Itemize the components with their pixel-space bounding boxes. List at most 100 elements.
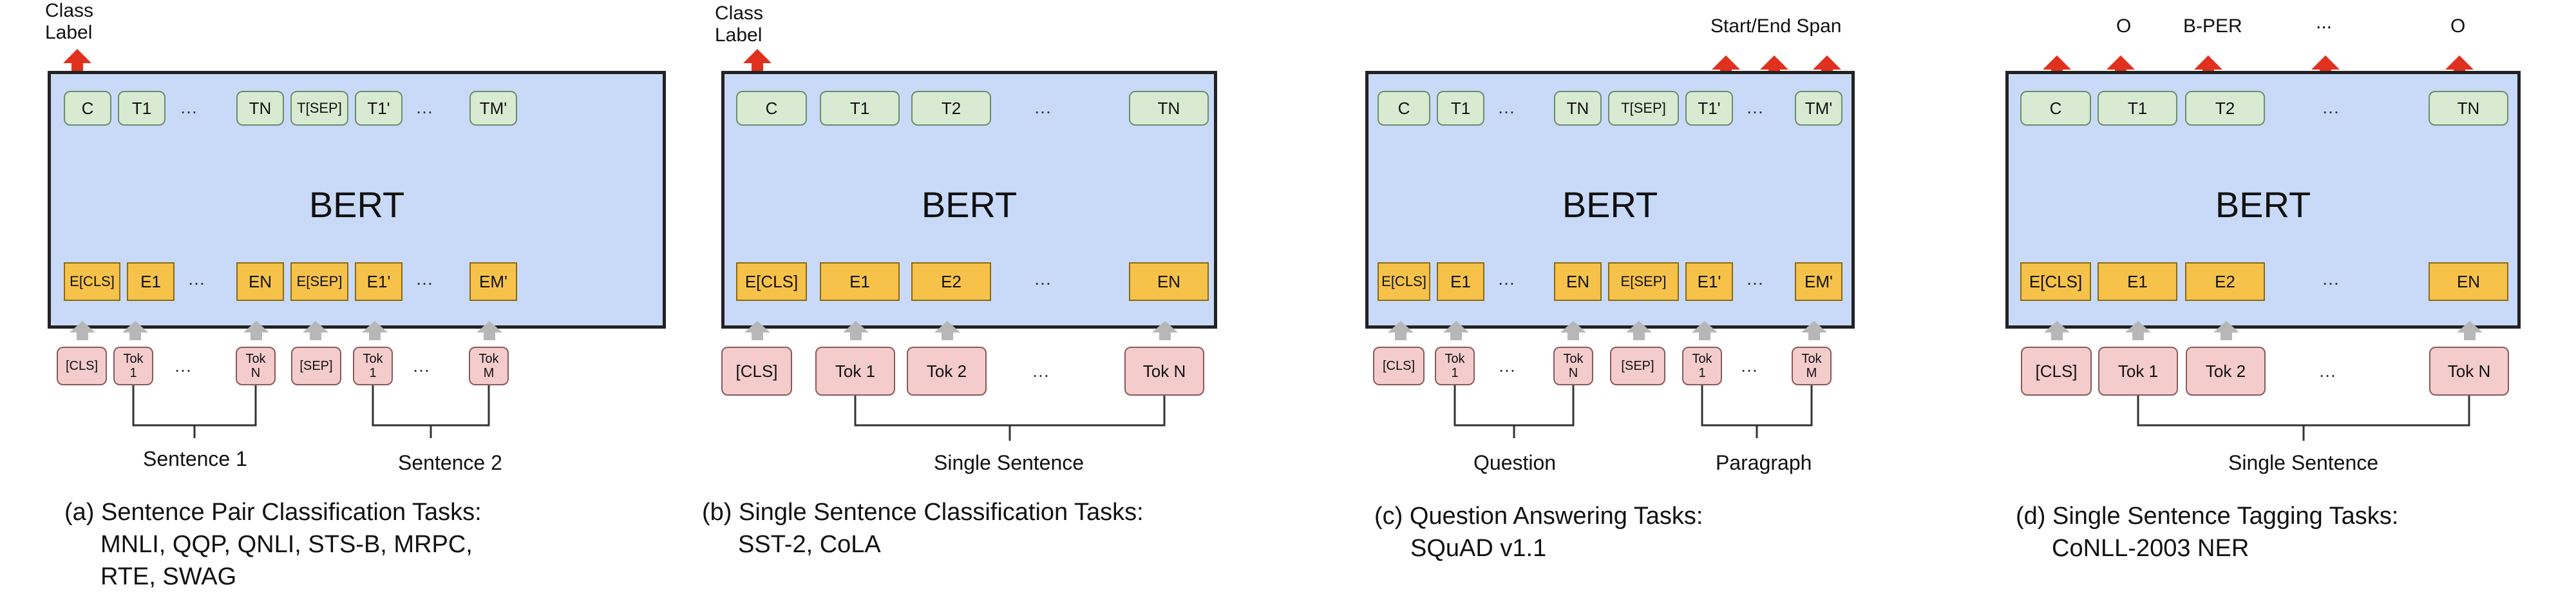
input-token: Tok N xyxy=(2429,347,2509,396)
e-token: E1 xyxy=(820,262,900,301)
e-token: E2 xyxy=(911,262,991,301)
ellipsis: … xyxy=(1746,269,1764,289)
bert-label: BERT xyxy=(1562,184,1658,225)
e-token: E[CLS] xyxy=(736,262,807,301)
segment-label: Paragraph xyxy=(1716,451,1812,474)
input-token: [CLS] xyxy=(2021,347,2092,396)
e-token: E[CLS] xyxy=(2020,262,2091,301)
segment-label: Single Sentence xyxy=(934,451,1084,474)
t-token: T1 xyxy=(2098,91,2177,126)
input-token: [CLS] xyxy=(57,347,107,385)
t-token: T1' xyxy=(1685,91,1733,126)
caption: (a) Sentence Pair Classification Tasks: … xyxy=(64,499,482,590)
panel-a: Class Label BERT C T1 … TN T[SEP] T1' … … xyxy=(45,0,666,607)
input-token: Tok 1 xyxy=(1682,347,1722,385)
ellipsis: … xyxy=(415,269,433,289)
e-token: EM' xyxy=(469,262,517,301)
input-token: [CLS] xyxy=(721,347,792,396)
e-token: E2 xyxy=(2185,262,2265,301)
t-token: TN xyxy=(236,91,284,126)
e-token: E[SEP] xyxy=(290,262,348,301)
ellipsis: … xyxy=(1497,269,1515,289)
e-token: E1 xyxy=(2098,262,2177,301)
e-token: E1' xyxy=(1685,262,1733,301)
t-token: T1' xyxy=(355,91,402,126)
caption: (b) Single Sentence Classification Tasks… xyxy=(702,499,1144,558)
segment-label: Question xyxy=(1473,451,1557,474)
input-token: [SEP] xyxy=(291,347,341,385)
t-token: T2 xyxy=(2185,91,2265,126)
e-token: E1 xyxy=(127,262,175,301)
e-token: EN xyxy=(236,262,284,301)
input-token: Tok 2 xyxy=(2186,347,2266,396)
input-token: Tok 1 xyxy=(353,347,393,385)
input-token: Tok 1 xyxy=(1435,347,1475,385)
tag-label: O xyxy=(2116,15,2132,37)
ellipsis: … xyxy=(180,97,198,117)
input-token: Tok 2 xyxy=(907,347,987,396)
t-token: T1 xyxy=(118,91,166,126)
t-token: TM' xyxy=(469,91,517,126)
input-token: Tok 1 xyxy=(113,347,153,385)
t-token: T[SEP] xyxy=(1608,91,1679,126)
t-token: T2 xyxy=(911,91,991,126)
panel-b: Class Label BERT C T1 T2 … TN E[CLS] E1 … xyxy=(702,0,1320,607)
bert-label: BERT xyxy=(2215,184,2311,225)
input-token: [SEP] xyxy=(1610,347,1665,385)
input-token: [CLS] xyxy=(1373,347,1425,385)
bracket-lines xyxy=(132,385,490,438)
e-token: EN xyxy=(1554,262,1602,301)
e-token: EN xyxy=(2429,262,2508,301)
input-token: Tok N xyxy=(1553,347,1593,385)
segment-label: Sentence 1 xyxy=(143,447,247,470)
e-token: E[CLS] xyxy=(64,262,120,301)
ellipsis: … xyxy=(187,269,205,289)
ellipsis: … xyxy=(1034,269,1052,289)
t-token: C xyxy=(1378,91,1430,126)
bert-model-box: BERT C T1 … TN T[SEP] T1' … TM' E[CLS] E… xyxy=(48,71,666,329)
class-label: Class Label xyxy=(45,0,94,43)
t-token: TN xyxy=(1129,91,1209,126)
panel-c: Start/End Span BERT C T1 … TN T[SEP] T1'… xyxy=(1363,0,1981,607)
bracket-lines xyxy=(1454,385,1813,438)
bracket-lines xyxy=(2137,396,2470,441)
t-token: C xyxy=(64,91,111,126)
ellipsis: … xyxy=(174,356,192,376)
ellipsis: … xyxy=(2322,269,2340,289)
ellipsis: … xyxy=(412,356,430,376)
t-token: T1 xyxy=(1437,91,1484,126)
input-token: Tok N xyxy=(236,347,276,385)
e-token: E[CLS] xyxy=(1378,262,1430,301)
caption: (c) Question Answering Tasks: SQuAD v1.1 xyxy=(1374,503,1703,562)
e-token: E1 xyxy=(1437,262,1484,301)
tag-label: B-PER xyxy=(2183,15,2242,37)
segment-label: Sentence 2 xyxy=(398,451,502,474)
t-token: C xyxy=(736,91,807,126)
tag-label: ... xyxy=(2316,12,2333,33)
bert-model-box: BERT C T1 T2 … TN E[CLS] E1 E2 … EN xyxy=(721,71,1217,329)
t-token: T1 xyxy=(820,91,900,126)
bert-label: BERT xyxy=(921,184,1018,225)
e-token: E[SEP] xyxy=(1608,262,1679,301)
t-token: TN xyxy=(1554,91,1602,126)
e-token: EN xyxy=(1129,262,1209,301)
ellipsis: … xyxy=(2318,361,2336,381)
input-token: Tok N xyxy=(1124,347,1204,396)
span-label: Start/End Span xyxy=(1710,15,1842,37)
input-token: Tok 1 xyxy=(2098,347,2178,396)
input-token: Tok M xyxy=(469,347,509,385)
ellipsis: … xyxy=(1497,97,1515,117)
bracket-lines xyxy=(854,396,1166,441)
ellipsis: … xyxy=(1498,356,1516,376)
bert-label: BERT xyxy=(308,184,405,225)
ellipsis: … xyxy=(415,97,433,117)
ellipsis: … xyxy=(1032,361,1050,381)
e-token: E1' xyxy=(355,262,402,301)
t-token: C xyxy=(2020,91,2091,126)
ellipsis: … xyxy=(1034,97,1052,117)
caption: (d) Single Sentence Tagging Tasks: CoNLL… xyxy=(2016,503,2399,562)
class-label: Class Label xyxy=(715,3,764,46)
bert-model-box: BERT C T1 … TN T[SEP] T1' … TM' E[CLS] E… xyxy=(1365,71,1855,329)
panel-d: O B-PER ... O BERT C T1 T2 … TN E[CLS] E… xyxy=(2003,0,2576,607)
input-token: Tok M xyxy=(1792,347,1832,385)
